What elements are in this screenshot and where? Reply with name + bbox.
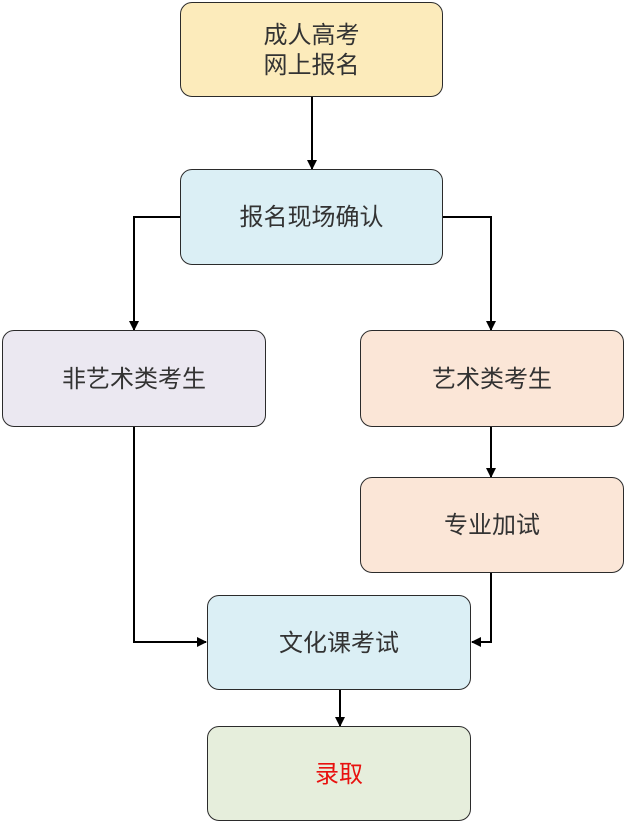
node-onsite-confirmation: 报名现场确认 (180, 169, 443, 265)
node-art-candidates: 艺术类考生 (360, 330, 624, 427)
node-admission-label: 录取 (315, 759, 363, 788)
node-art-candidates-label: 艺术类考生 (432, 364, 552, 393)
node-culture-exam: 文化课考试 (207, 595, 471, 690)
node-culture-exam-label: 文化课考试 (279, 628, 399, 657)
node-online-registration-label: 成人高考 网上报名 (263, 20, 360, 79)
node-special-exam-label: 专业加试 (444, 511, 540, 539)
edge-non-art-to-culture-exam (133, 427, 207, 647)
node-non-art-candidates-label: 非艺术类考生 (62, 364, 206, 393)
edge-special-exam-to-culture-exam (471, 573, 492, 647)
edge-confirm-to-non-art (129, 216, 181, 331)
edge-confirm-to-art (443, 216, 496, 331)
node-admission: 录取 (207, 726, 471, 821)
node-online-registration: 成人高考 网上报名 (180, 2, 443, 97)
node-onsite-confirmation-label: 报名现场确认 (239, 203, 384, 231)
node-special-exam: 专业加试 (360, 477, 624, 573)
node-non-art-candidates: 非艺术类考生 (2, 330, 266, 427)
